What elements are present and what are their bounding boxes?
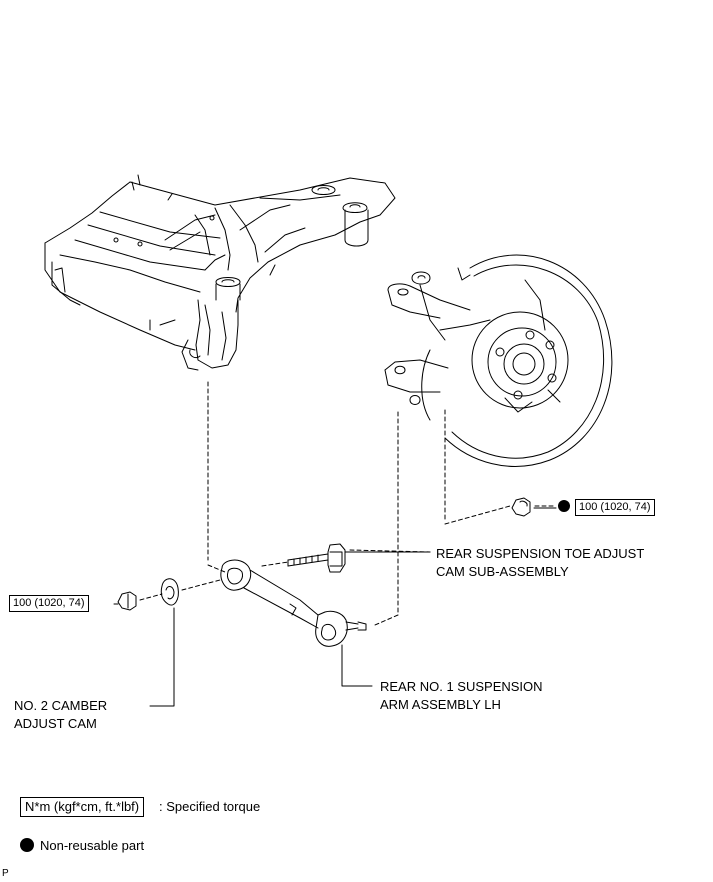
axle-carrier (384, 254, 613, 467)
footer-mark: P (2, 868, 9, 879)
toe-adjust-label-line2: CAM SUB-ASSEMBLY (436, 564, 569, 579)
right-nut (511, 497, 531, 517)
assembly-lines (139, 381, 557, 626)
camber-cam (160, 578, 179, 606)
arm-label-line2: ARM ASSEMBLY LH (380, 697, 501, 712)
legend-torque-desc: : Specified torque (159, 799, 261, 814)
arm-label-line1: REAR NO. 1 SUSPENSION (380, 679, 543, 694)
toe-adjust-bolt (287, 543, 346, 573)
torque-spec-left: 100 (1020, 74) (9, 595, 89, 612)
legend-torque-unit: N*m (kgf*cm, ft.*lbf) (20, 797, 145, 817)
suspension-arm (220, 559, 367, 647)
torque-spec-right: 100 (1020, 74) (575, 499, 655, 516)
left-nut (117, 591, 137, 611)
non-reusable-marker-icon (558, 500, 570, 512)
camber-label-line1: NO. 2 CAMBER (14, 698, 108, 713)
toe-adjust-label-line1: REAR SUSPENSION TOE ADJUST (436, 546, 645, 561)
camber-label-line2: ADJUST CAM (14, 716, 97, 731)
leader-lines (113, 507, 557, 707)
suspension-member (44, 174, 396, 371)
legend-non-reusable-icon (20, 838, 34, 852)
legend-non-reusable-text: Non-reusable part (40, 838, 145, 853)
